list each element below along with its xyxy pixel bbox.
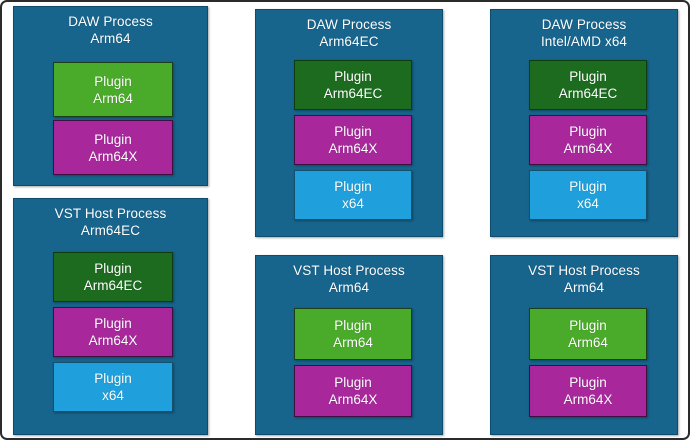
plugin-label-line1: Plugin [94, 371, 132, 386]
panel-title-line1: DAW Process [306, 17, 392, 32]
plugin-block-plugin-arm64x[interactable]: Plugin Arm64X [529, 115, 647, 165]
plugin-label-line2: x64 [102, 388, 124, 403]
plugin-label-line1: Plugin [94, 261, 132, 276]
panel-title-line2: Arm64EC [319, 33, 379, 49]
plugin-label-line2: Arm64X [88, 333, 138, 348]
plugin-label-line2: Arm64EC [558, 86, 618, 101]
plugin-label-line1: Plugin [569, 179, 607, 194]
plugin-label-line2: Arm64X [88, 148, 138, 164]
plugin-label-line2: x64 [577, 196, 599, 211]
panel-title-line1: VST Host Process [293, 263, 405, 278]
process-panel-daw-process-arm64: DAW Process Arm64 Plugin Arm64 Plugin Ar… [13, 6, 208, 186]
plugin-label-line1: Plugin [569, 375, 607, 390]
plugin-block-plugin-arm64ec[interactable]: Plugin Arm64EC [53, 252, 173, 302]
plugin-label-line2: Arm64X [563, 141, 613, 156]
plugin-label-line2: Arm64X [328, 392, 378, 407]
plugin-block-plugin-arm64x[interactable]: Plugin Arm64X [53, 120, 173, 175]
plugin-label-line1: Plugin [569, 124, 607, 139]
plugin-label-line1: Plugin [334, 124, 372, 139]
plugin-block-plugin-arm64x[interactable]: Plugin Arm64X [53, 307, 173, 357]
plugin-label-line2: Arm64EC [83, 278, 143, 293]
plugin-label-line1: Plugin [334, 69, 372, 84]
plugin-block-plugin-x64[interactable]: Plugin x64 [294, 170, 412, 220]
plugin-label-line2: Arm64X [328, 141, 378, 156]
process-panel-daw-process-arm64ec: DAW Process Arm64EC Plugin Arm64EC Plugi… [255, 9, 443, 237]
panel-title-line1: VST Host Process [54, 206, 167, 221]
plugin-label-line2: Arm64 [568, 335, 608, 350]
plugin-block-plugin-arm64x[interactable]: Plugin Arm64X [294, 115, 412, 165]
panel-title-line2: Arm64 [90, 30, 131, 46]
plugin-label-line2: Arm64X [563, 392, 613, 407]
panel-title-line2: Arm64EC [80, 222, 141, 238]
panel-title-line1: DAW Process [541, 17, 627, 32]
panel-title: VST Host Process Arm64EC [14, 199, 207, 239]
panel-title: DAW Process Arm64 [14, 7, 207, 47]
process-panel-vst-host-process-arm64: VST Host Process Arm64 Plugin Arm64 Plug… [255, 255, 443, 435]
plugin-label-line1: Plugin [94, 316, 132, 331]
plugin-label-line1: Plugin [569, 318, 607, 333]
plugin-label-line1: Plugin [334, 179, 372, 194]
plugin-block-plugin-x64[interactable]: Plugin x64 [53, 362, 173, 412]
plugin-label-line2: Arm64EC [323, 86, 383, 101]
panel-title: VST Host Process Arm64 [256, 256, 442, 296]
panel-title-line2: Arm64 [328, 279, 370, 295]
process-panel-vst-host-process-arm64-right: VST Host Process Arm64 Plugin Arm64 Plug… [490, 255, 678, 435]
plugin-block-plugin-arm64[interactable]: Plugin Arm64 [53, 62, 173, 117]
process-panel-vst-host-process-arm64ec: VST Host Process Arm64EC Plugin Arm64EC … [13, 198, 208, 435]
plugin-block-plugin-arm64x[interactable]: Plugin Arm64X [529, 365, 647, 417]
panel-title-line1: VST Host Process [528, 263, 640, 278]
panel-title: VST Host Process Arm64 [491, 256, 677, 296]
panel-title: DAW Process Intel/AMD x64 [491, 10, 677, 50]
panel-title: DAW Process Arm64EC [256, 10, 442, 50]
plugin-block-plugin-arm64ec[interactable]: Plugin Arm64EC [294, 60, 412, 110]
plugin-block-plugin-arm64[interactable]: Plugin Arm64 [294, 308, 412, 360]
panel-title-line1: DAW Process [68, 14, 153, 29]
process-panel-daw-process-intel-amd-x64: DAW Process Intel/AMD x64 Plugin Arm64EC… [490, 9, 678, 237]
panel-title-line2: Intel/AMD x64 [540, 33, 628, 49]
plugin-label-line2: x64 [342, 196, 364, 211]
plugin-block-plugin-arm64x[interactable]: Plugin Arm64X [294, 365, 412, 417]
plugin-block-plugin-arm64ec[interactable]: Plugin Arm64EC [529, 60, 647, 110]
plugin-label-line1: Plugin [94, 131, 132, 147]
plugin-label-line1: Plugin [334, 375, 372, 390]
plugin-block-plugin-arm64[interactable]: Plugin Arm64 [529, 308, 647, 360]
plugin-label-line1: Plugin [569, 69, 607, 84]
panel-title-line2: Arm64 [563, 279, 605, 295]
plugin-label-line2: Arm64 [333, 335, 373, 350]
plugin-block-plugin-x64[interactable]: Plugin x64 [529, 170, 647, 220]
plugin-label-line1: Plugin [334, 318, 372, 333]
plugin-label-line1: Plugin [94, 73, 132, 89]
plugin-label-line2: Arm64 [93, 90, 133, 106]
